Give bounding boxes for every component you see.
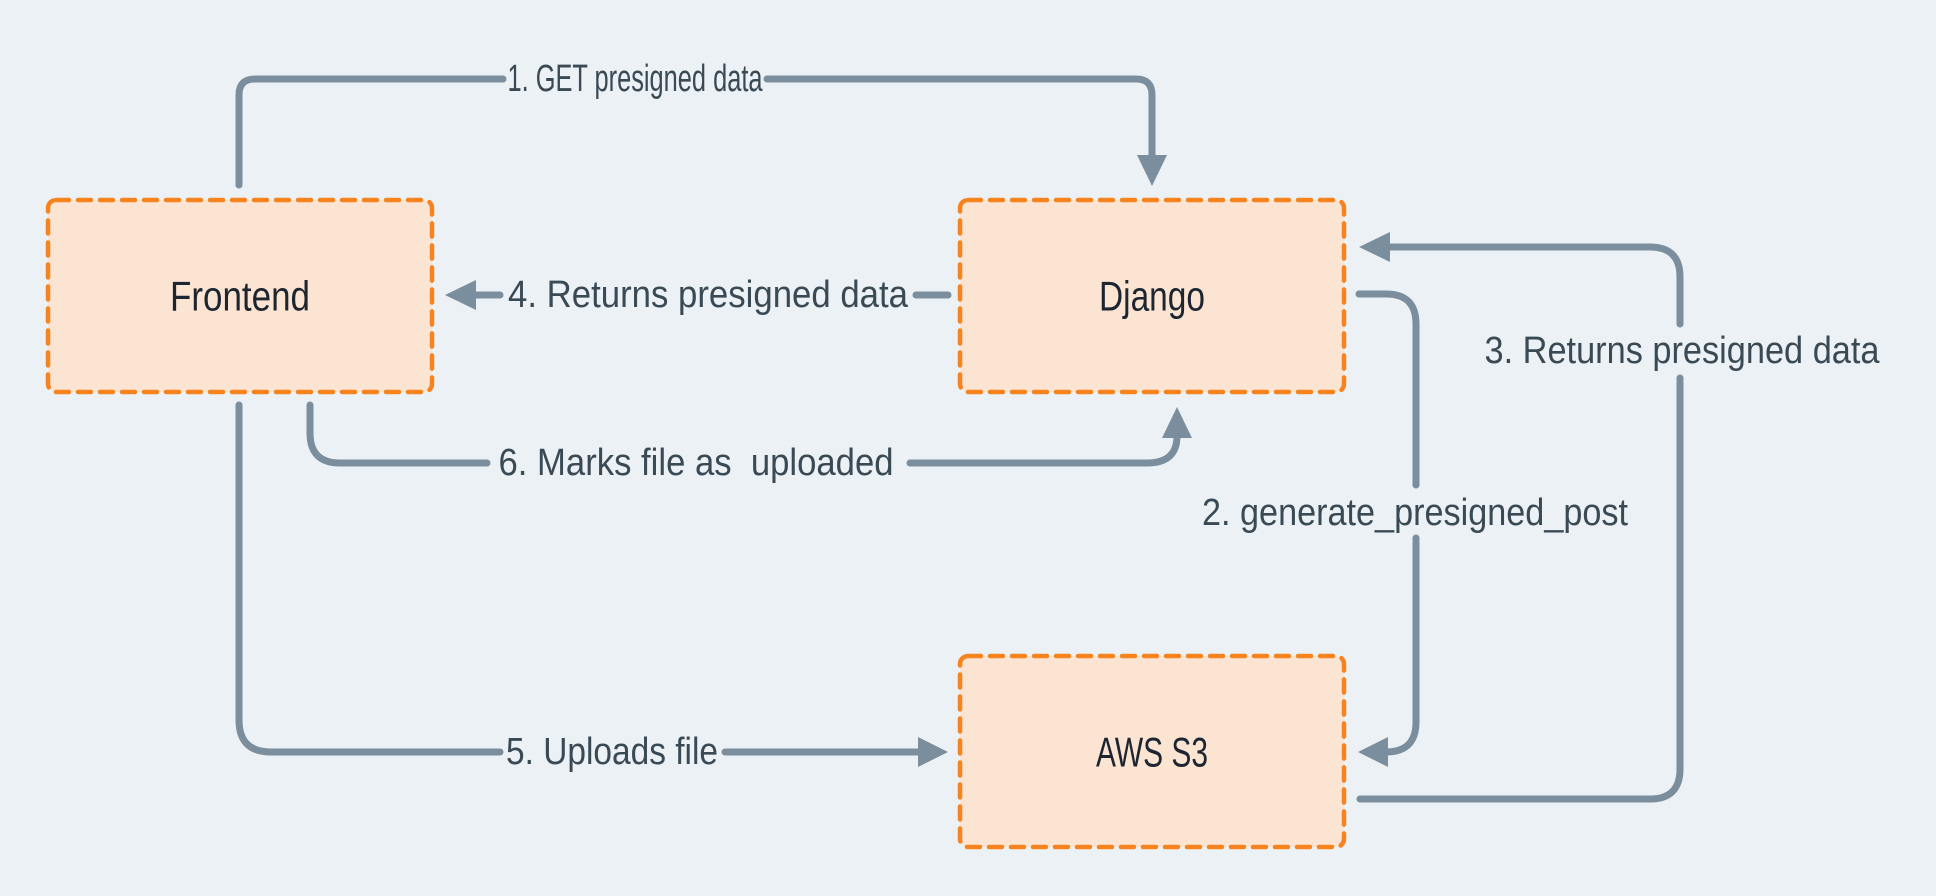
edge-5-arrowhead-right — [918, 737, 948, 767]
node-django: Django — [957, 197, 1347, 395]
edge-4-returns-presigned-data: 4. Returns presigned data — [445, 274, 952, 316]
edge-6-label: 6. Marks file as uploaded — [499, 442, 894, 484]
edge-4-arrowhead-left — [445, 280, 476, 310]
edge-2-segment-top — [1355, 290, 1420, 489]
edge-5-label: 5. Uploads file — [506, 731, 718, 773]
aws-s3-label: AWS S3 — [1096, 729, 1208, 776]
node-frontend: Frontend — [45, 197, 435, 395]
edge-2-generate-presigned-post: 2. generate_presigned_post — [1202, 290, 1628, 767]
edge-1-label: 1. GET presigned data — [508, 58, 764, 100]
edge-1-arrowhead-down — [1137, 155, 1167, 186]
edge-1-segment-right — [763, 75, 1156, 162]
aws-s3-box — [957, 653, 1347, 850]
edge-5-segment-left — [235, 401, 504, 756]
edge-3-label: 3. Returns presigned data — [1485, 330, 1881, 372]
node-aws-s3: AWS S3 — [957, 653, 1347, 850]
edge-3-segment-bottom — [1356, 374, 1684, 803]
edge-2-label: 2. generate_presigned_post — [1202, 492, 1628, 534]
edge-6-marks-file-uploaded: 6. Marks file as uploaded — [306, 401, 1192, 484]
edge-6-segment-right — [906, 432, 1181, 467]
edge-1-get-presigned-data: 1. GET presigned data — [235, 58, 1167, 189]
edge-3-segment-top — [1386, 243, 1684, 328]
django-label: Django — [1099, 273, 1205, 320]
edge-1-segment-left — [235, 75, 507, 189]
frontend-box — [45, 197, 435, 395]
edge-5-uploads-file: 5. Uploads file — [235, 401, 948, 773]
edge-6-arrowhead-up — [1162, 407, 1192, 438]
edge-2-arrowhead-left — [1358, 737, 1388, 767]
edge-2-segment-bottom — [1382, 534, 1420, 756]
edge-6-segment-left — [306, 401, 491, 467]
edge-3-returns-presigned-data: 3. Returns presigned data — [1356, 232, 1881, 803]
edge-3-arrowhead-left — [1359, 232, 1390, 262]
frontend-label: Frontend — [170, 273, 310, 320]
django-box — [957, 197, 1347, 395]
edge-4-label: 4. Returns presigned data — [508, 274, 909, 316]
